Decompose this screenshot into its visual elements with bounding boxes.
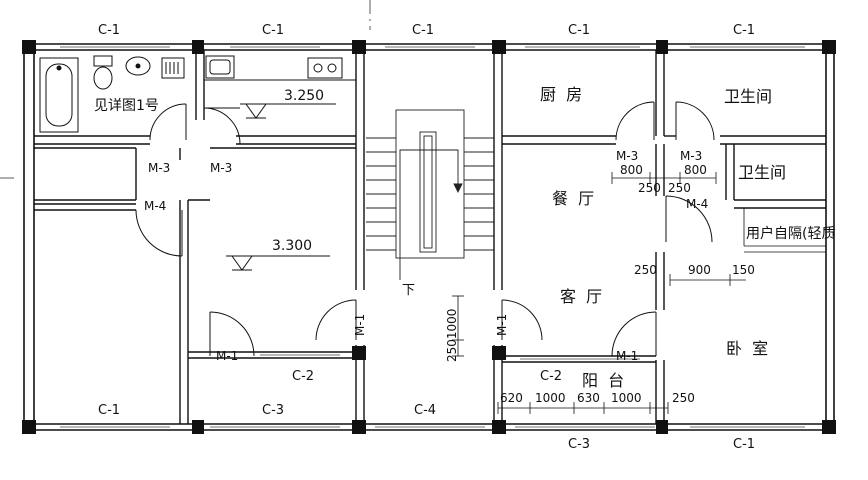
dimension-label: 630 <box>577 391 600 405</box>
dimension-label: 800 <box>620 163 643 177</box>
stair <box>366 109 494 280</box>
room-bath: 卫生间 <box>738 163 786 182</box>
window-labels-top: C-1 C-1 C-1 C-1 C-1 <box>98 23 755 38</box>
door-label: M-1 <box>216 349 238 363</box>
door-labels: M-3 M-3 M-3 M-3 M-4 M-4 M-1 M-1 M-1 M-1 <box>144 149 708 363</box>
dimension-label: 250 <box>672 391 695 405</box>
dimension-label: 1000 <box>611 391 642 405</box>
window-label: C-1 <box>262 23 284 38</box>
room-dining: 餐 厅 <box>552 189 594 208</box>
window-label: C-1 <box>733 23 755 38</box>
dimension-label: 1000 <box>535 391 566 405</box>
shower-icon <box>161 57 185 79</box>
door-label: M-3 <box>210 161 232 175</box>
partition-note: 用户自隔(轻质 <box>746 225 835 242</box>
toilet-icon <box>93 55 113 90</box>
window-label: C-3 <box>568 437 590 452</box>
stair-down-label: 下 <box>402 283 415 298</box>
window-label: C-1 <box>98 403 120 418</box>
window-label: C-1 <box>412 23 434 38</box>
elevation-label: 3.300 <box>272 238 312 254</box>
dimension-label: 250 <box>668 181 691 195</box>
room-balcony: 阳 台 <box>582 371 624 390</box>
dimension-label: 250 <box>638 181 661 195</box>
room-bath: 卫生间 <box>724 87 772 106</box>
dimension-label: 900 <box>688 263 711 277</box>
door-label: M-4 <box>686 197 708 211</box>
dimension-label: 2501000 <box>445 309 459 362</box>
window-labels-bottom: C-1 C-3 C-4 C-3 C-1 <box>98 403 755 452</box>
axis-lines <box>0 0 371 179</box>
window-label: C-2 <box>540 369 562 384</box>
dimension-label: 800 <box>684 163 707 177</box>
washbasin-icon <box>125 56 151 76</box>
door-label: M-3 <box>148 161 170 175</box>
door-label: M-1 <box>353 314 367 336</box>
bathtub-icon <box>39 57 79 133</box>
room-living: 客 厅 <box>560 287 602 306</box>
door-label: M-3 <box>680 149 702 163</box>
window-label: C-1 <box>98 23 120 38</box>
outer-walls <box>23 43 835 431</box>
room-kitchen: 厨 房 <box>540 85 582 104</box>
window-label: C-3 <box>262 403 284 418</box>
room-labels: 厨 房 卫生间 卫生间 餐 厅 客 厅 卧 室 阳 台 <box>540 85 786 390</box>
interior-walls <box>34 50 826 424</box>
room-bedroom: 卧 室 <box>726 339 768 358</box>
stove-icon <box>307 57 343 79</box>
columns <box>22 40 836 434</box>
dimension-lines <box>452 172 746 414</box>
dimension-labels: 800 800 250 250 250 900 150 250 620 1000… <box>445 163 755 405</box>
door-label: M-3 <box>616 149 638 163</box>
balcony-window <box>260 354 640 360</box>
detail-note: 见详图1号 <box>94 98 159 114</box>
dimension-label: 620 <box>500 391 523 405</box>
window-label: C-2 <box>292 369 314 384</box>
window-label: C-1 <box>568 23 590 38</box>
dimension-label: 250 <box>634 263 657 277</box>
elevation-label: 3.250 <box>284 88 324 104</box>
dimension-label: 150 <box>732 263 755 277</box>
kitchen-sink-icon <box>205 55 235 79</box>
elevation-markers <box>226 103 336 271</box>
door-label: M-4 <box>144 199 166 213</box>
door-label: M-1 <box>616 349 638 363</box>
door-label: M-1 <box>495 314 509 336</box>
window-label: C-1 <box>733 437 755 452</box>
window-label: C-4 <box>414 403 436 418</box>
door-swings <box>135 101 715 357</box>
